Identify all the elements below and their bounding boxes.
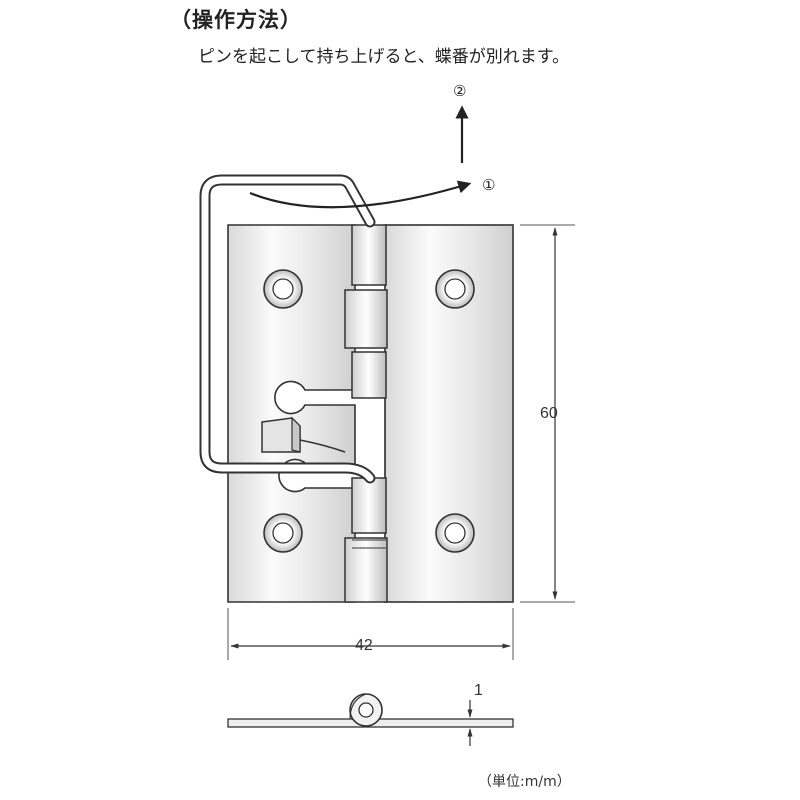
width-value: 42 (355, 637, 373, 654)
hinge-pin-wire (199, 174, 376, 484)
hinge-knuckle (351, 477, 387, 534)
height-dimension: 60 (520, 224, 575, 603)
width-dimension: 42 (227, 608, 514, 660)
hinge-knuckle (344, 289, 388, 349)
screw-hole (263, 513, 303, 553)
step-2-label: ② (453, 82, 466, 100)
thickness-value: 1 (474, 682, 483, 699)
hinge-knuckle (344, 537, 388, 603)
hinge-left-plate (227, 224, 356, 603)
thickness-dimension: 1 (467, 682, 483, 746)
height-value: 60 (540, 405, 558, 422)
hinge-knuckle (351, 224, 387, 286)
screw-hole (435, 269, 475, 309)
unit-note: （単位:m/m） (478, 774, 571, 790)
screw-hole (435, 513, 475, 553)
hinge-side-view (227, 693, 514, 728)
pin-head (261, 416, 346, 453)
screw-hole (263, 269, 303, 309)
operation-instruction: ピンを起こして持ち上げると、蝶番が別れます。 (198, 47, 570, 67)
step-1-label: ① (482, 176, 495, 194)
operation-method-heading: （操作方法） (170, 8, 302, 32)
hinge-knuckle (351, 351, 387, 399)
rotate-arrow (249, 180, 472, 209)
